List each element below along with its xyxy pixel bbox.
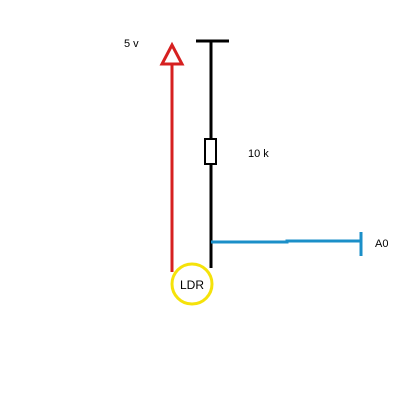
supply-label: 5 v [124,38,139,50]
resistor-label: 10 k [248,148,269,160]
output-pin-label: A0 [375,238,389,250]
circuit-wire [196,39,229,268]
ldr-circle-icon [170,262,214,306]
up-arrow-icon [159,41,185,66]
ldr-label: LDR [180,278,205,292]
supply-wire [159,41,185,272]
output-wire [211,232,363,256]
output-wire-line [211,239,361,244]
resistor-icon [204,138,217,165]
